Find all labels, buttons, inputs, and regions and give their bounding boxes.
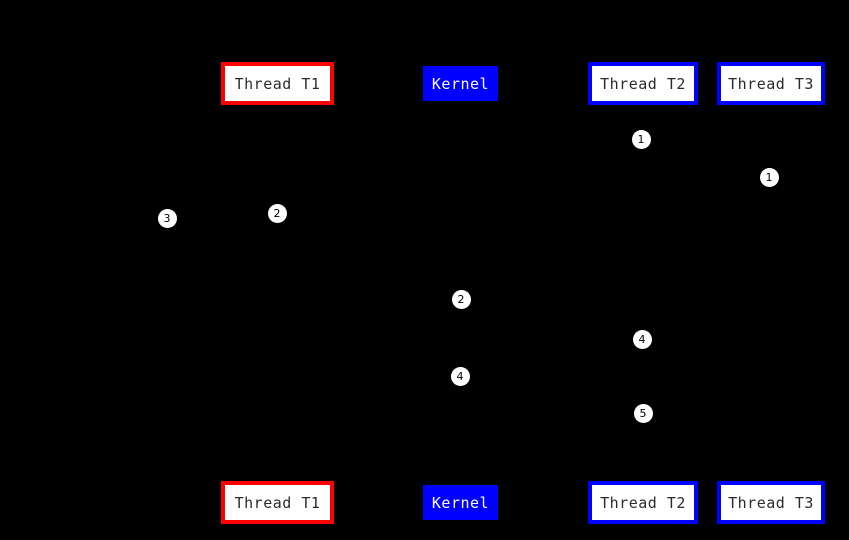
step-bullet: 4 — [632, 329, 652, 349]
participant-label: Thread T3 — [728, 493, 814, 512]
message-arrow-7 — [460, 413, 643, 414]
activation-thread-t2 — [638, 125, 648, 425]
step-bullet: 1 — [759, 167, 779, 187]
step-bullet: 5 — [633, 403, 653, 423]
participant-kernel-header[interactable]: Kernel — [423, 66, 498, 101]
participant-label: Thread T1 — [234, 493, 321, 512]
message-arrow-2 — [277, 177, 771, 178]
step-bullet: 4 — [450, 366, 470, 386]
participant-thread-t2-header[interactable]: Thread T2 — [588, 62, 698, 105]
participant-thread-t1-header[interactable]: Thread T1 — [221, 62, 334, 105]
participant-thread-t2-footer[interactable]: Thread T2 — [588, 481, 698, 524]
message-arrow-3 — [167, 218, 277, 219]
message-arrow-4 — [277, 299, 461, 300]
participant-thread-t3-header[interactable]: Thread T3 — [717, 62, 825, 105]
activation-thread-t3 — [766, 160, 776, 420]
step-bullet: 2 — [267, 203, 287, 223]
participant-label: Thread T3 — [728, 74, 814, 93]
participant-label: Thread T2 — [600, 493, 686, 512]
participant-label: Kernel — [431, 74, 490, 93]
message-arrow-1 — [277, 139, 643, 140]
step-bullet: 1 — [631, 129, 651, 149]
participant-label: Thread T2 — [600, 74, 686, 93]
participant-label: Thread T1 — [234, 74, 321, 93]
participant-label: Kernel — [431, 493, 490, 512]
message-arrow-6 — [277, 376, 460, 377]
participant-kernel-footer[interactable]: Kernel — [423, 485, 498, 520]
participant-thread-t3-footer[interactable]: Thread T3 — [717, 481, 825, 524]
activation-thread-t1 — [272, 190, 282, 430]
message-arrow-5 — [460, 339, 643, 340]
participant-thread-t1-footer[interactable]: Thread T1 — [221, 481, 334, 524]
step-bullet: 3 — [157, 208, 177, 228]
step-bullet: 2 — [451, 289, 471, 309]
